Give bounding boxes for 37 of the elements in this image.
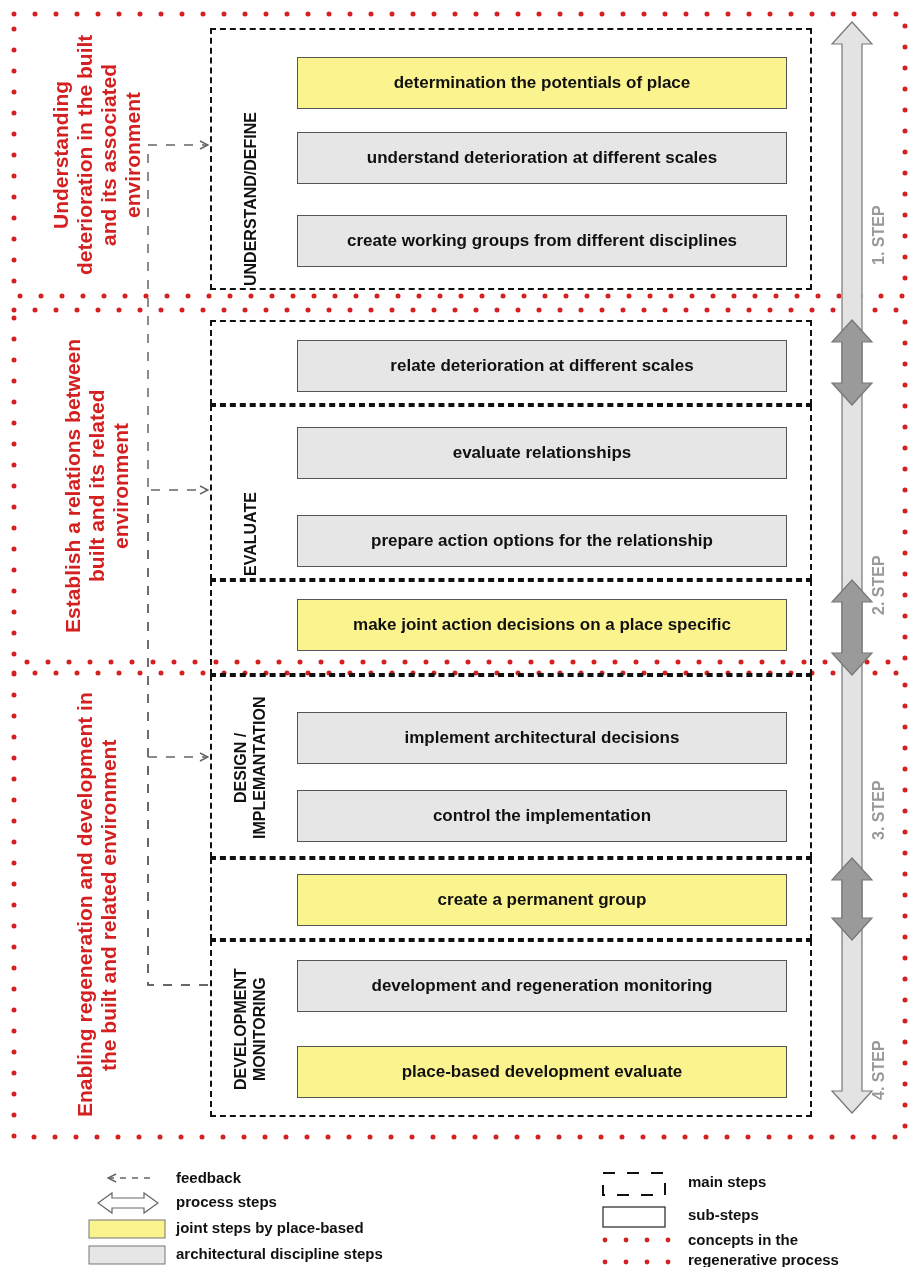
sub-step-box: determination the potentials of place <box>297 57 787 109</box>
main-step-box <box>210 405 812 580</box>
sub-step-box: place-based development evaluate <box>297 1046 787 1098</box>
sub-step-box: implement architectural decisions <box>297 712 787 764</box>
main-step-box <box>210 320 812 405</box>
legend-label: main steps <box>688 1173 767 1190</box>
legend-label: process steps <box>176 1193 277 1210</box>
step-label: 3. STEP <box>870 780 888 840</box>
feedback-arrow <box>147 752 209 986</box>
legend-label: architectural discipline steps <box>176 1245 383 1262</box>
sub-step-box: create working groups from different disciplines <box>297 215 787 267</box>
legend-label: sub-steps <box>688 1206 759 1223</box>
band-title: Establish a relations between built and its related environment <box>61 337 133 636</box>
sub-step-box: relate deterioration at different scales <box>297 340 787 392</box>
step-heading: UNDERSTAND/DEFINE <box>240 112 260 286</box>
main-step-box <box>210 580 812 675</box>
sub-step-box: control the implementation <box>297 790 787 842</box>
step-heading: DEVELOPMENT MONITORING <box>231 967 269 1093</box>
main-step-box <box>210 28 812 290</box>
band-title: Understanding deterioration in the built and its associated environment <box>49 33 145 278</box>
legend-label: joint steps by place-based <box>176 1219 364 1236</box>
step-heading: DESIGN / IMPLEMANTATION <box>231 695 269 841</box>
band-title: Enabling regeneration and development in the built and related environment <box>73 691 121 1120</box>
sub-step-box: evaluate relationships <box>297 427 787 479</box>
step-label: 2. STEP <box>870 555 888 615</box>
sub-step-box: make joint action decisions on a place specific <box>297 599 787 651</box>
legend-label: feedback <box>176 1169 242 1186</box>
sub-step-box: prepare action options for the relationship <box>297 515 787 567</box>
main-step-box <box>210 858 812 940</box>
step-label: 4. STEP <box>870 1040 888 1100</box>
step-label: 1. STEP <box>870 205 888 265</box>
main-step-box <box>210 675 812 858</box>
sub-step-box: understand deterioration at different scales <box>297 132 787 184</box>
sub-step-box: development and regeneration monitoring <box>297 960 787 1012</box>
main-step-box <box>210 940 812 1117</box>
sub-step-box: create a permanent group <box>297 874 787 926</box>
step-heading: EVALUATE <box>240 492 260 576</box>
